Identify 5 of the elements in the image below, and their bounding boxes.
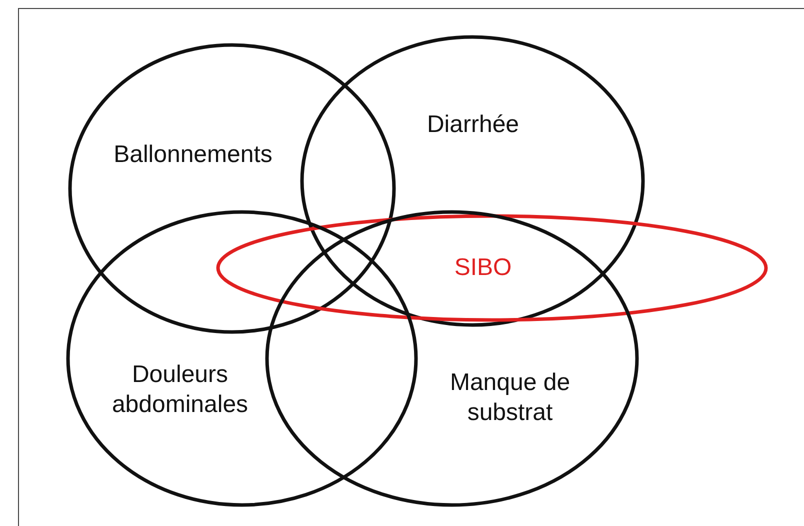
set-label: Diarrhée [426, 110, 520, 140]
set-label: Manque de substrat [448, 368, 572, 428]
set-label: Ballonnements [114, 140, 272, 170]
set-label: Douleurs abdominales [110, 360, 250, 420]
set-label: SIBO [454, 253, 512, 283]
